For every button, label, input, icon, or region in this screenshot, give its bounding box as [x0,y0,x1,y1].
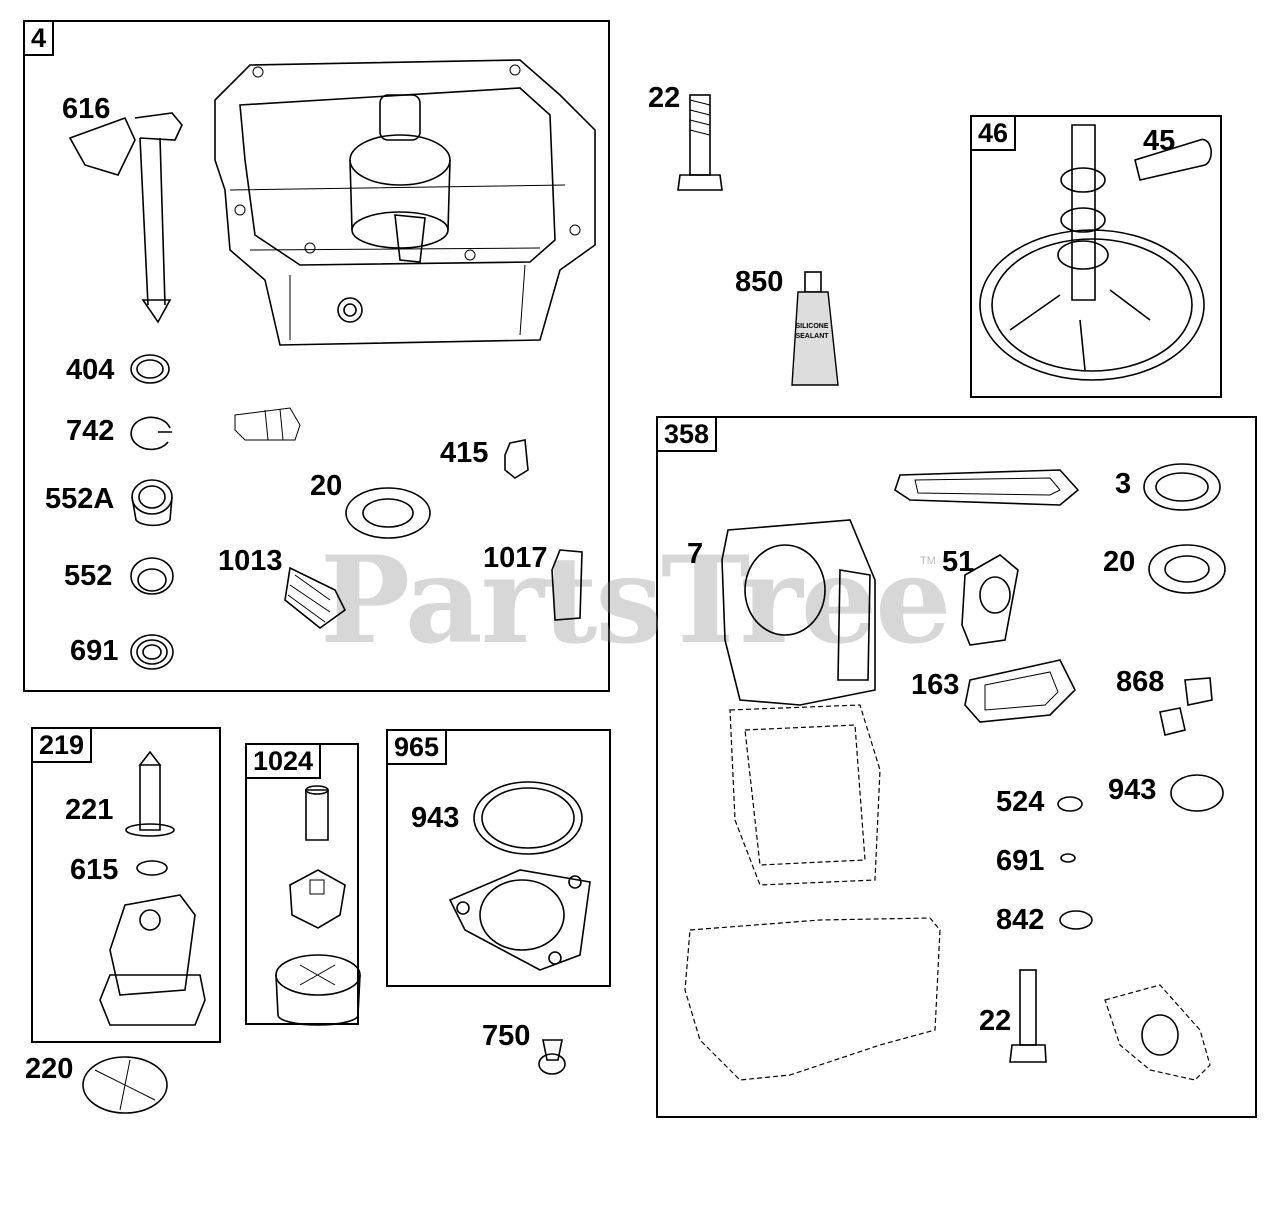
crankcase-sump-drawing [214,59,596,346]
callout-552: 552 [64,560,113,592]
governor-shaft-drawing [68,112,183,324]
group-tag-965: 965 [386,729,448,765]
callout-51: 51 [942,546,975,578]
group-box-46 [970,115,1222,398]
oil-pump-drawing [82,750,206,1114]
callout-22-group358: 22 [979,1005,1012,1037]
pump-cover-gasket-drawing [448,781,591,971]
watermark: PartsTree [320,530,951,671]
callout-943-group965: 943 [411,802,460,834]
bolt-drawing-top [677,94,723,191]
camshaft-drawing [979,124,1212,381]
group-box-4 [23,20,610,692]
group-tag-219: 219 [31,727,93,763]
callout-404: 404 [66,354,115,386]
gasket-set-drawings [684,463,1226,1081]
callout-943-group358: 943 [1108,774,1157,806]
watermark-trademark: TM [920,555,936,567]
group-tag-358: 358 [656,416,718,452]
callout-163: 163 [911,669,960,701]
sealant-tube-drawing: SILICONE SEALANT [791,271,839,386]
screw-drawing [538,1039,566,1075]
callout-1017: 1017 [483,542,548,574]
callout-850: 850 [735,266,784,298]
callout-750: 750 [482,1020,531,1052]
callout-22-top: 22 [648,82,681,114]
callout-20-group358: 20 [1103,546,1136,578]
group-tag-46: 46 [970,115,1017,151]
group-tag-1024: 1024 [245,743,322,779]
callout-7: 7 [687,538,704,570]
tube-label-line1: SILICONE [795,323,828,330]
callout-221: 221 [65,794,114,826]
callout-220: 220 [25,1053,74,1085]
oil-pump-rotor-drawing [275,785,361,1026]
callout-742: 742 [66,415,115,447]
small-parts-group-4 [130,354,583,670]
callout-1013: 1013 [218,545,283,577]
callout-524: 524 [996,786,1045,818]
callout-20-group4: 20 [310,470,343,502]
group-box-219 [31,727,221,1043]
callout-3: 3 [1115,468,1132,500]
callout-868: 868 [1116,666,1165,698]
callout-615: 615 [70,854,119,886]
callout-616: 616 [62,93,111,125]
callout-842: 842 [996,904,1045,936]
group-box-965 [386,729,611,987]
group-tag-4: 4 [23,20,55,56]
group-box-358 [656,416,1257,1118]
callout-691-group4: 691 [70,635,119,667]
callout-552a: 552A [45,483,115,515]
callout-691-group358: 691 [996,845,1045,877]
callout-415: 415 [440,437,489,469]
callout-45: 45 [1143,125,1176,157]
tube-label-line2: SEALANT [795,333,829,340]
